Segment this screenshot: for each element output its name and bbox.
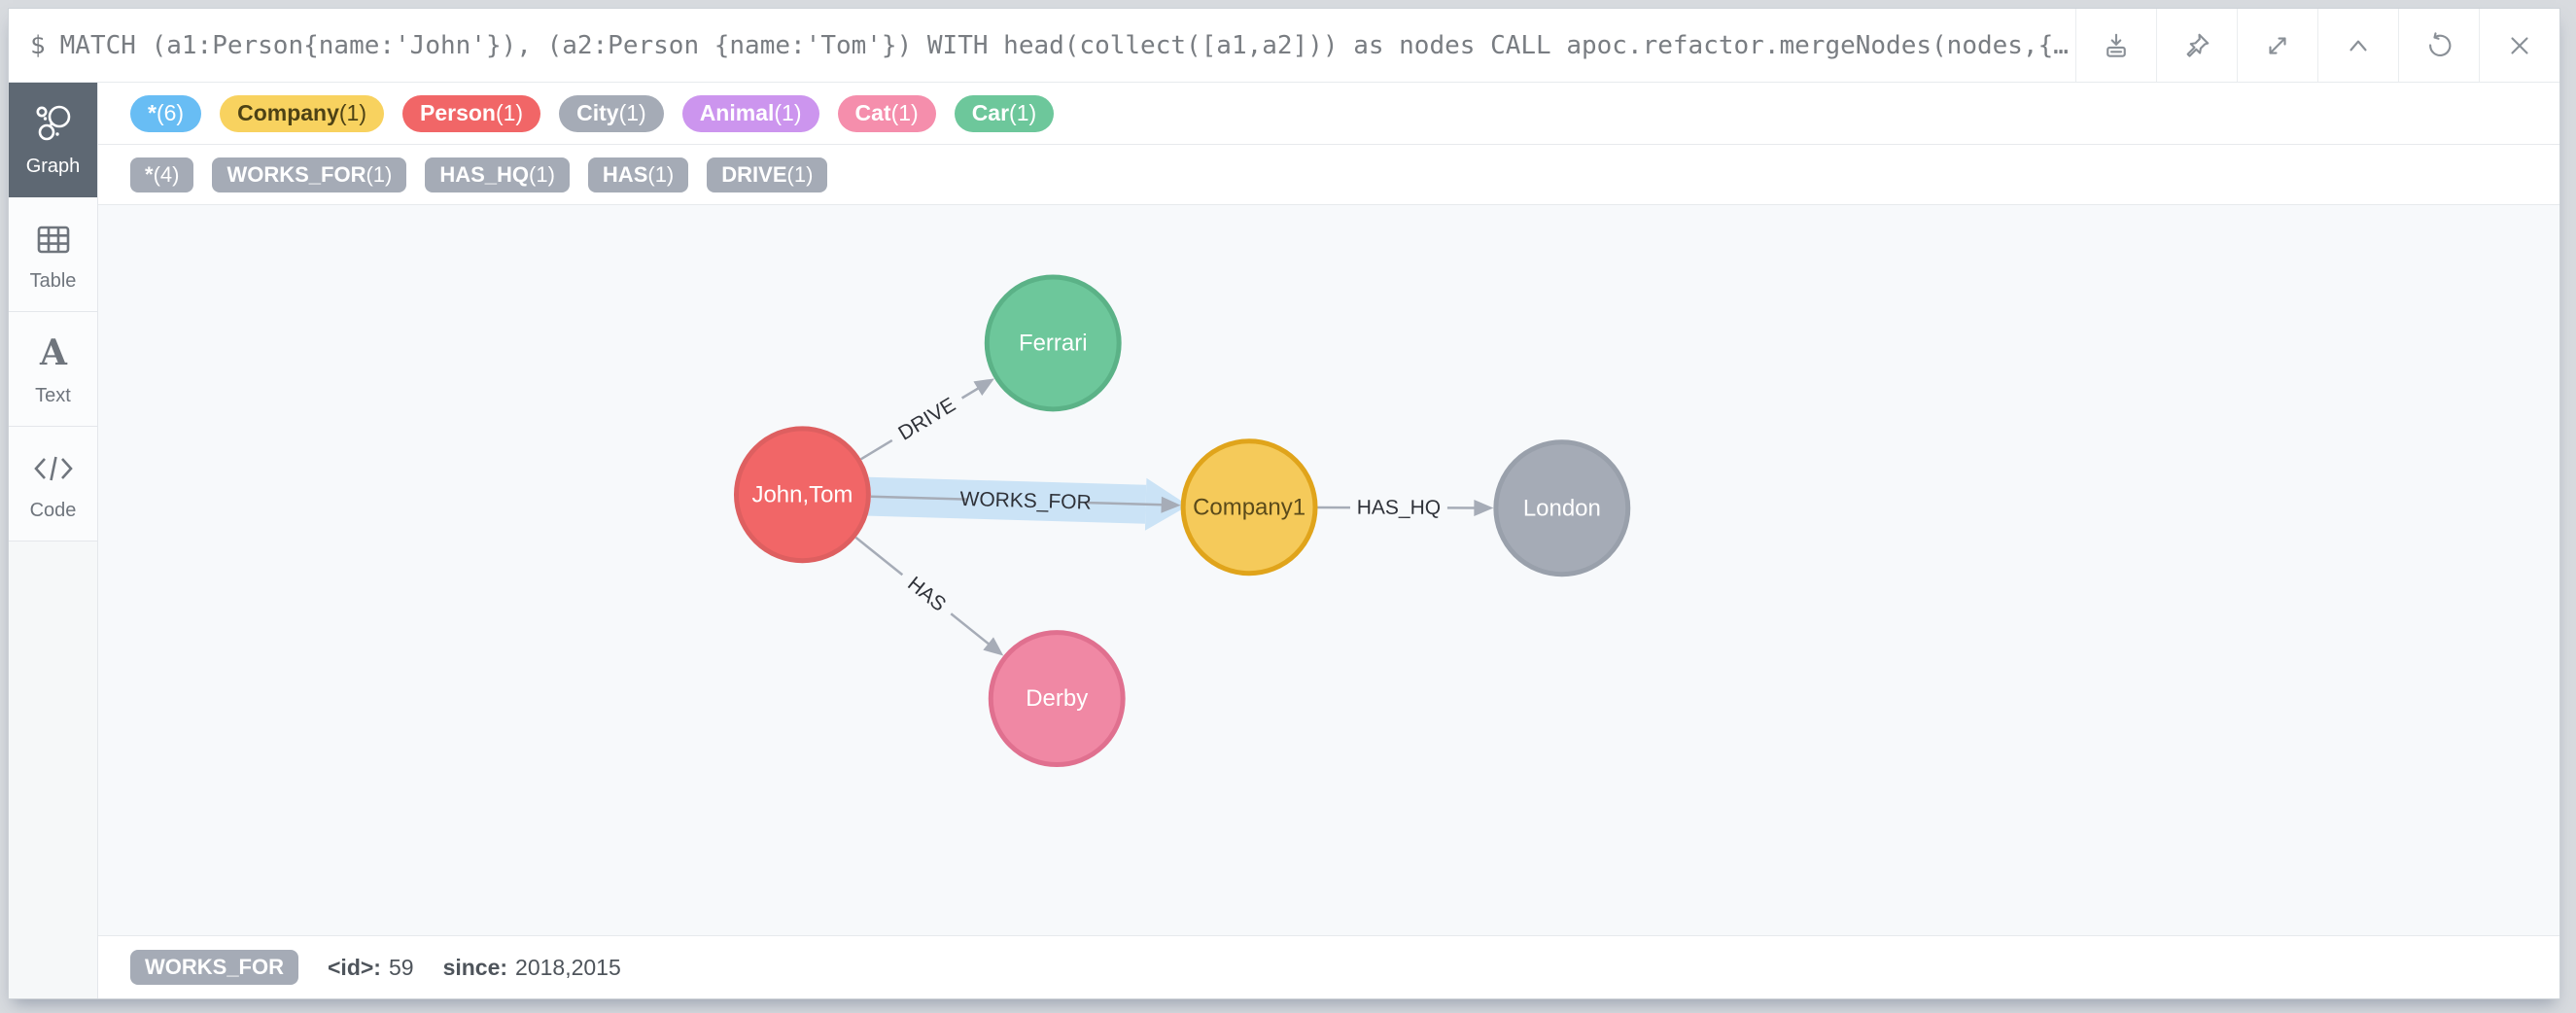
tab-table-label: Table xyxy=(29,269,77,292)
collapse-icon xyxy=(2350,40,2367,51)
status-bar: WORKS_FOR <id>:59 since:2018,2015 xyxy=(98,935,2559,998)
refresh-button[interactable] xyxy=(2398,9,2479,82)
result-frame-window: $ MATCH (a1:Person{name:'John'}), (a2:Per… xyxy=(8,8,2560,999)
svg-text:A: A xyxy=(39,332,68,373)
graph-edge-has_hq[interactable]: HAS_HQ xyxy=(1317,496,1494,519)
rel-type-pill-text: WORKS_FOR xyxy=(226,161,366,187)
graph-node-label: Ferrari xyxy=(1019,330,1088,356)
node-label-pill-car[interactable]: Car(1) xyxy=(954,94,1055,132)
rel-type-pill-has_hq[interactable]: HAS_HQ(1) xyxy=(425,157,570,192)
rel-type-pill-drive[interactable]: DRIVE(1) xyxy=(707,157,828,192)
table-icon xyxy=(37,226,69,253)
selected-rel-properties: <id>:59 since:2018,2015 xyxy=(328,955,621,981)
rel-type-pill-all[interactable]: *(4) xyxy=(130,157,194,192)
rel-type-pill-count: (1) xyxy=(786,161,814,187)
text-icon: A xyxy=(39,332,68,373)
graph-node-johntom[interactable]: John,Tom xyxy=(733,426,871,564)
rel-type-pill-works_for[interactable]: WORKS_FOR(1) xyxy=(212,157,407,192)
pin-button[interactable] xyxy=(2156,9,2237,82)
tab-code[interactable]: Code xyxy=(9,427,97,541)
node-label-pill-count: (1) xyxy=(618,100,646,125)
graph-node-label: Derby xyxy=(1026,685,1088,712)
graph-icon xyxy=(36,105,70,140)
node-label-pill-count: (1) xyxy=(774,100,802,125)
view-sidebar: Graph Table A Text xyxy=(9,83,98,998)
node-label-pill-count: (1) xyxy=(338,100,366,125)
relationship-types-row: *(4)WORKS_FOR(1)HAS_HQ(1)HAS(1)DRIVE(1) xyxy=(98,145,2559,205)
graph-edge-label: HAS xyxy=(903,573,950,616)
node-label-pill-person[interactable]: Person(1) xyxy=(402,94,541,132)
rel-type-pill-count: (1) xyxy=(529,161,555,187)
command-prompt: $ xyxy=(30,30,46,60)
tab-table[interactable]: Table xyxy=(9,197,97,312)
node-label-pill-text: Animal xyxy=(699,100,775,125)
node-label-pill-text: * xyxy=(148,100,157,125)
node-labels-row: *(6)Company(1)Person(1)City(1)Animal(1)C… xyxy=(98,83,2559,145)
pin-icon xyxy=(2186,33,2210,57)
fullscreen-button[interactable] xyxy=(2237,9,2317,82)
tab-graph[interactable]: Graph xyxy=(9,83,97,197)
graph-edge-label: WORKS_FOR xyxy=(959,488,1092,514)
node-label-pill-count: (1) xyxy=(495,100,524,125)
graph-edge-works_for[interactable]: WORKS_FOR xyxy=(861,471,1190,532)
close-icon xyxy=(2511,36,2528,54)
property-id: <id>:59 xyxy=(328,954,414,980)
node-label-pill-text: Cat xyxy=(854,100,891,125)
graph-edge-has[interactable]: HAS xyxy=(849,529,1010,665)
rel-type-pill-count: (4) xyxy=(153,161,180,187)
rel-type-pill-text: DRIVE xyxy=(721,161,787,187)
graph-edge-drive[interactable]: DRIVE xyxy=(855,368,1000,469)
graph-edge-label: DRIVE xyxy=(894,394,959,445)
rel-type-pill-text: HAS_HQ xyxy=(439,161,530,187)
query-text: MATCH (a1:Person{name:'John'}), (a2:Pers… xyxy=(59,30,2069,60)
save-icon xyxy=(2106,33,2126,57)
code-icon xyxy=(33,456,73,480)
rel-type-pill-has[interactable]: HAS(1) xyxy=(587,157,689,192)
selected-rel-badge: WORKS_FOR xyxy=(130,950,298,985)
node-label-pill-city[interactable]: City(1) xyxy=(559,94,664,132)
graph-edge-label: HAS_HQ xyxy=(1357,497,1441,519)
graph-node-label: London xyxy=(1523,495,1601,521)
property-since: since:2018,2015 xyxy=(442,954,621,980)
tab-graph-label: Graph xyxy=(25,155,81,177)
graph-node-company1[interactable]: Company1 xyxy=(1180,438,1318,576)
node-label-pill-all[interactable]: *(6) xyxy=(130,94,202,132)
node-label-pill-text: Company xyxy=(237,100,339,125)
close-button[interactable] xyxy=(2479,9,2559,82)
rel-type-pill-count: (1) xyxy=(366,161,393,187)
graph-node-derby[interactable]: Derby xyxy=(988,630,1126,768)
node-label-pill-text: Car xyxy=(971,100,1010,125)
node-label-pill-cat[interactable]: Cat(1) xyxy=(837,94,936,132)
node-label-pill-company[interactable]: Company(1) xyxy=(220,94,384,132)
tab-text-label: Text xyxy=(35,384,71,406)
node-label-pill-count: (1) xyxy=(890,100,919,125)
graph-node-label: John,Tom xyxy=(751,481,853,507)
node-label-pill-text: City xyxy=(576,100,619,125)
graph-node-label: Company1 xyxy=(1193,494,1305,520)
node-label-pill-count: (6) xyxy=(156,100,185,125)
refresh-icon xyxy=(2429,31,2452,56)
rel-type-pill-text: * xyxy=(145,161,154,187)
graph-node-london[interactable]: London xyxy=(1493,439,1631,577)
query-editor-bar: $ MATCH (a1:Person{name:'John'}), (a2:Per… xyxy=(9,9,2559,83)
node-label-pill-text: Person xyxy=(420,100,496,125)
collapse-button[interactable] xyxy=(2317,9,2398,82)
node-label-pill-animal[interactable]: Animal(1) xyxy=(681,94,819,132)
tab-text[interactable]: A Text xyxy=(9,312,97,427)
save-button[interactable] xyxy=(2075,9,2156,82)
node-label-pill-count: (1) xyxy=(1009,100,1037,125)
fullscreen-icon xyxy=(2269,36,2286,54)
graph-node-ferrari[interactable]: Ferrari xyxy=(984,274,1122,412)
tab-code-label: Code xyxy=(29,499,77,521)
rel-type-pill-text: HAS xyxy=(602,161,648,187)
rel-type-pill-count: (1) xyxy=(647,161,675,187)
query-input[interactable]: $ MATCH (a1:Person{name:'John'}), (a2:Per… xyxy=(9,9,2075,82)
